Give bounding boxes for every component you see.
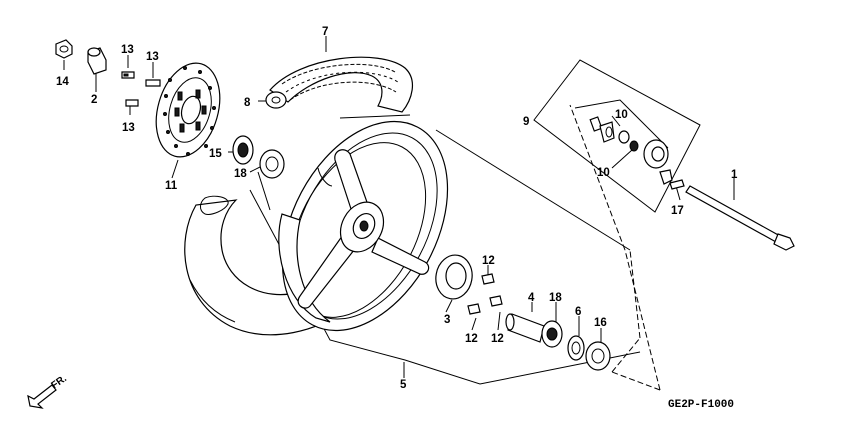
brake-disc	[155, 62, 221, 158]
callout-12c: 12	[491, 333, 504, 345]
callouts: 1 2 3 4 5 6 7 8 9 10 10 11 12 12 12 13 1…	[56, 26, 738, 391]
callout-9: 9	[523, 116, 529, 128]
nut	[55, 39, 73, 59]
callout-12b: 12	[465, 333, 478, 345]
wheel-rim	[278, 120, 449, 332]
distance-collar	[505, 313, 545, 343]
callout-4: 4	[528, 292, 535, 304]
callout-8: 8	[244, 97, 251, 109]
callout-10a: 10	[615, 109, 628, 121]
gear-retainer	[567, 335, 585, 361]
callout-11: 11	[165, 180, 178, 192]
callout-16: 16	[594, 317, 607, 329]
oil-seal	[585, 341, 611, 371]
bolts-12	[467, 273, 503, 315]
callout-13a: 13	[121, 44, 134, 56]
callout-18a: 18	[234, 168, 247, 180]
callout-1: 1	[731, 169, 738, 181]
callout-10b: 10	[597, 167, 610, 179]
callout-3: 3	[444, 314, 450, 326]
callout-2: 2	[91, 94, 97, 106]
callout-14: 14	[56, 76, 69, 88]
callout-13c: 13	[122, 122, 135, 134]
collar	[87, 47, 107, 75]
bearing-right	[541, 320, 563, 348]
front-direction-arrow: FR.	[27, 373, 69, 409]
callout-17: 17	[671, 205, 684, 217]
bearing-left	[232, 135, 254, 165]
diagram-code: GE2P-F1000	[668, 399, 734, 411]
disc-bolts	[121, 71, 161, 107]
bearing-left-inner	[259, 149, 285, 179]
callout-18b: 18	[549, 292, 562, 304]
dust-seal	[435, 254, 473, 300]
callout-6: 6	[575, 306, 581, 318]
callout-15: 15	[209, 148, 222, 160]
screw-17	[669, 179, 685, 190]
callout-13b: 13	[146, 51, 159, 63]
axle	[685, 185, 795, 251]
callout-5: 5	[400, 379, 407, 391]
callout-12a: 12	[482, 255, 495, 267]
speedometer-gearbox	[643, 139, 673, 185]
inner-tube	[265, 56, 413, 113]
callout-7: 7	[322, 26, 328, 38]
speedometer-washers	[618, 130, 639, 152]
speedometer-gear	[589, 116, 615, 143]
